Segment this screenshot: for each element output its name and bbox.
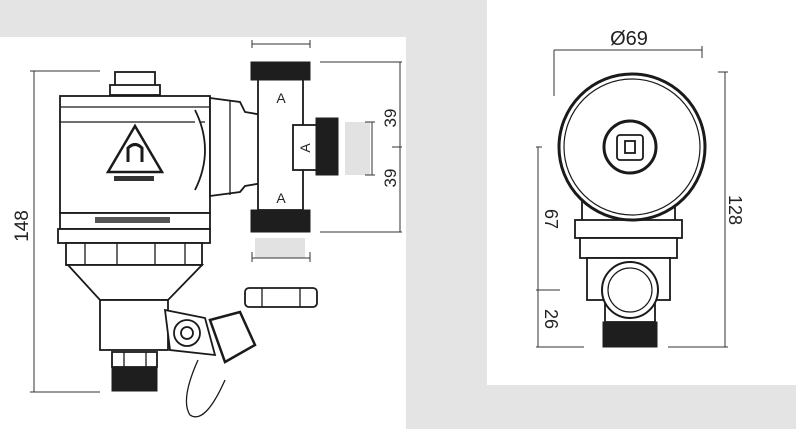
union-nut [244, 287, 318, 308]
port-mark-bottom: A [276, 190, 286, 206]
height-128-label: 128 [725, 195, 745, 225]
height-148-label: 148 [12, 210, 33, 242]
outlet-upper-39-label: 39 [381, 109, 400, 128]
drain-valve-icon [208, 310, 257, 364]
outlet-height-26-label: 26 [541, 309, 561, 329]
side-view-tee-fitting: A A A [209, 40, 402, 308]
top-view-filter-body [536, 46, 728, 348]
center-height-67-label: 67 [541, 209, 561, 229]
port-mark-side: A [297, 143, 313, 153]
port-mark-top: A [276, 90, 286, 106]
outlet-lower-39-label: 39 [381, 169, 400, 188]
side-view-filter-body [30, 70, 257, 418]
diameter-69-label: Ø69 [610, 28, 648, 50]
magnet-warning-icon [105, 123, 165, 174]
